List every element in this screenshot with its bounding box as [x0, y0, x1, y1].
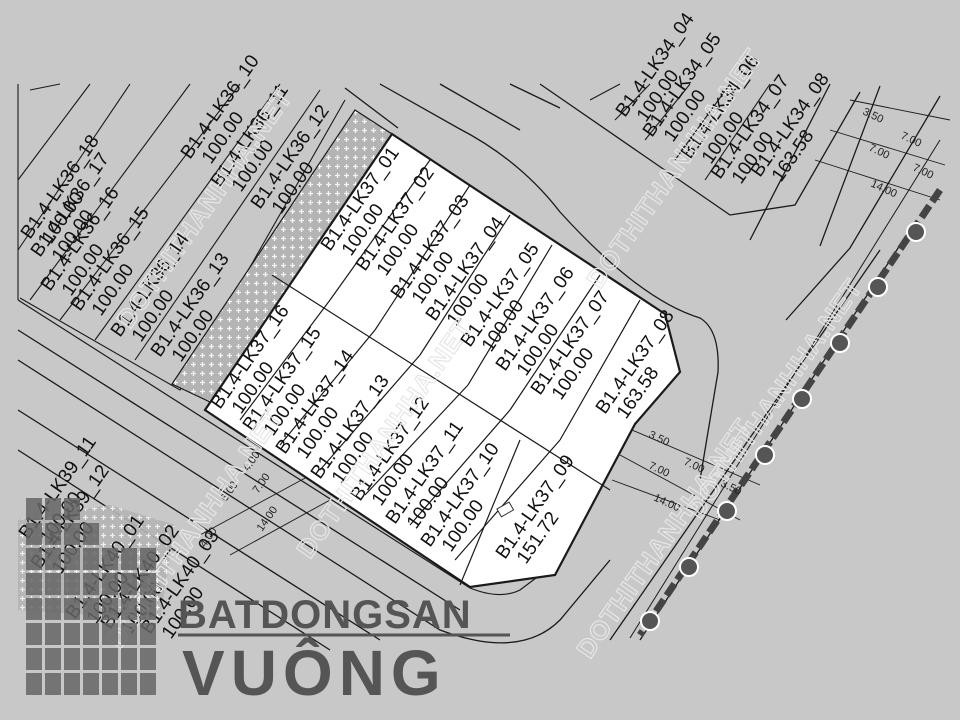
brand-grid-cell	[121, 623, 137, 645]
brand-top-text: BATDONGSAN	[178, 593, 472, 637]
brand-grid-cell	[45, 673, 61, 695]
brand-logo: BATDONGSAN VUÔNG	[26, 498, 510, 709]
brand-grid-cell	[26, 498, 42, 520]
left-block-lines	[17, 83, 346, 391]
brand-grid-cell	[64, 523, 80, 545]
brand-grid-cell	[140, 548, 156, 570]
brand-grid-cell	[83, 598, 99, 620]
brand-grid-cell	[45, 598, 61, 620]
brand-grid-cell	[140, 573, 156, 595]
brand-grid-icon	[26, 498, 156, 695]
brand-grid-cell	[26, 523, 42, 545]
brand-grid-cell	[45, 573, 61, 595]
brand-grid-cell	[64, 623, 80, 645]
brand-grid-cell	[64, 673, 80, 695]
brand-grid-cell	[83, 648, 99, 670]
brand-grid-cell	[64, 548, 80, 570]
brand-grid-cell	[45, 498, 61, 520]
brand-grid-cell	[83, 548, 99, 570]
brand-grid-cell	[121, 673, 137, 695]
brand-grid-cell	[26, 623, 42, 645]
brand-grid-cell	[83, 623, 99, 645]
brand-grid-cell	[45, 548, 61, 570]
brand-grid-cell	[102, 598, 118, 620]
brand-grid-cell	[26, 598, 42, 620]
main-block	[203, 132, 682, 589]
brand-grid-cell	[64, 648, 80, 670]
brand-grid-cell	[26, 573, 42, 595]
brand-main-text: VUÔNG	[182, 636, 447, 709]
brand-grid-cell	[102, 673, 118, 695]
brand-grid-cell	[140, 598, 156, 620]
brand-grid-cell	[64, 498, 80, 520]
brand-grid-cell	[140, 648, 156, 670]
brand-grid-cell	[102, 623, 118, 645]
brand-grid-cell	[140, 673, 156, 695]
brand-grid-cell	[121, 548, 137, 570]
brand-grid-cell	[83, 523, 99, 545]
brand-grid-cell	[102, 648, 118, 670]
sidewalk-trees	[637, 188, 943, 637]
brand-grid-cell	[121, 648, 137, 670]
brand-grid-cell	[45, 623, 61, 645]
brand-grid-cell	[102, 573, 118, 595]
lot-marker	[496, 501, 515, 518]
brand-grid-cell	[102, 548, 118, 570]
brand-grid-cell	[140, 623, 156, 645]
brand-grid-cell	[83, 673, 99, 695]
brand-grid-cell	[121, 573, 137, 595]
main-block-dividers	[239, 159, 641, 586]
brand-grid-cell	[121, 598, 137, 620]
brand-grid-cell	[45, 523, 61, 545]
top-block-lines	[589, 83, 771, 181]
brand-grid-cell	[26, 648, 42, 670]
brand-grid-cell	[64, 598, 80, 620]
brand-grid-cell	[83, 573, 99, 595]
brand-grid-cell	[45, 648, 61, 670]
brand-grid-cell	[64, 573, 80, 595]
brand-grid-cell	[26, 548, 42, 570]
brand-grid-cell	[26, 673, 42, 695]
